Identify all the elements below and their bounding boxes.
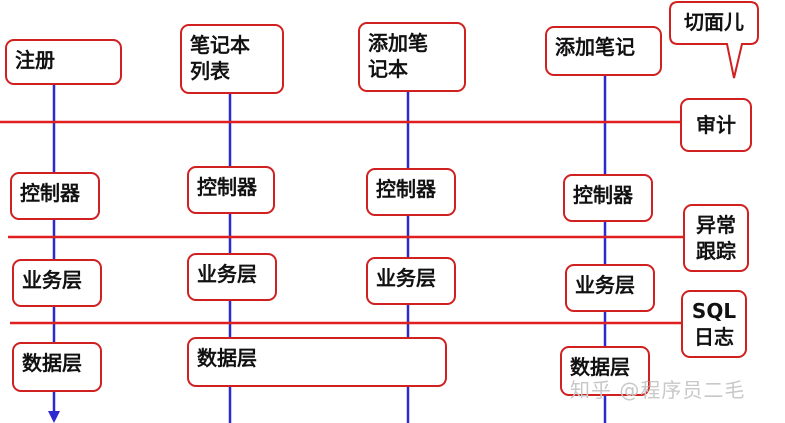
service-notebook-list: 业务层 (187, 253, 277, 301)
service-add-notebook: 业务层 (366, 257, 456, 305)
service-add-note: 业务层 (565, 264, 655, 312)
header-register: 注册 (5, 39, 122, 85)
watermark: 知乎 @程序员二毛 (570, 378, 746, 402)
callout-bubble (669, 1, 759, 79)
dao-register: 数据层 (12, 342, 102, 392)
aspect-label-sql: SQL 日志 (681, 290, 747, 358)
controller-register: 控制器 (10, 172, 100, 220)
dao-add-note: 数据层 (560, 346, 650, 396)
header-add-note: 添加笔记 (545, 26, 662, 76)
controller-notebook-list: 控制器 (187, 166, 275, 214)
dao-notebook-list: 数据层 (187, 337, 447, 387)
arrow-down-icon (48, 411, 60, 423)
aspect-label-audit: 审计 (680, 98, 752, 152)
aspect-label-exception: 异常 跟踪 (683, 204, 749, 272)
header-notebook-list: 笔记本 列表 (180, 24, 284, 94)
header-add-notebook: 添加笔 记本 (358, 22, 466, 92)
service-register: 业务层 (12, 259, 102, 307)
controller-add-notebook: 控制器 (366, 168, 456, 216)
controller-add-note: 控制器 (563, 174, 653, 222)
callout-text: 切面儿 (684, 10, 744, 34)
